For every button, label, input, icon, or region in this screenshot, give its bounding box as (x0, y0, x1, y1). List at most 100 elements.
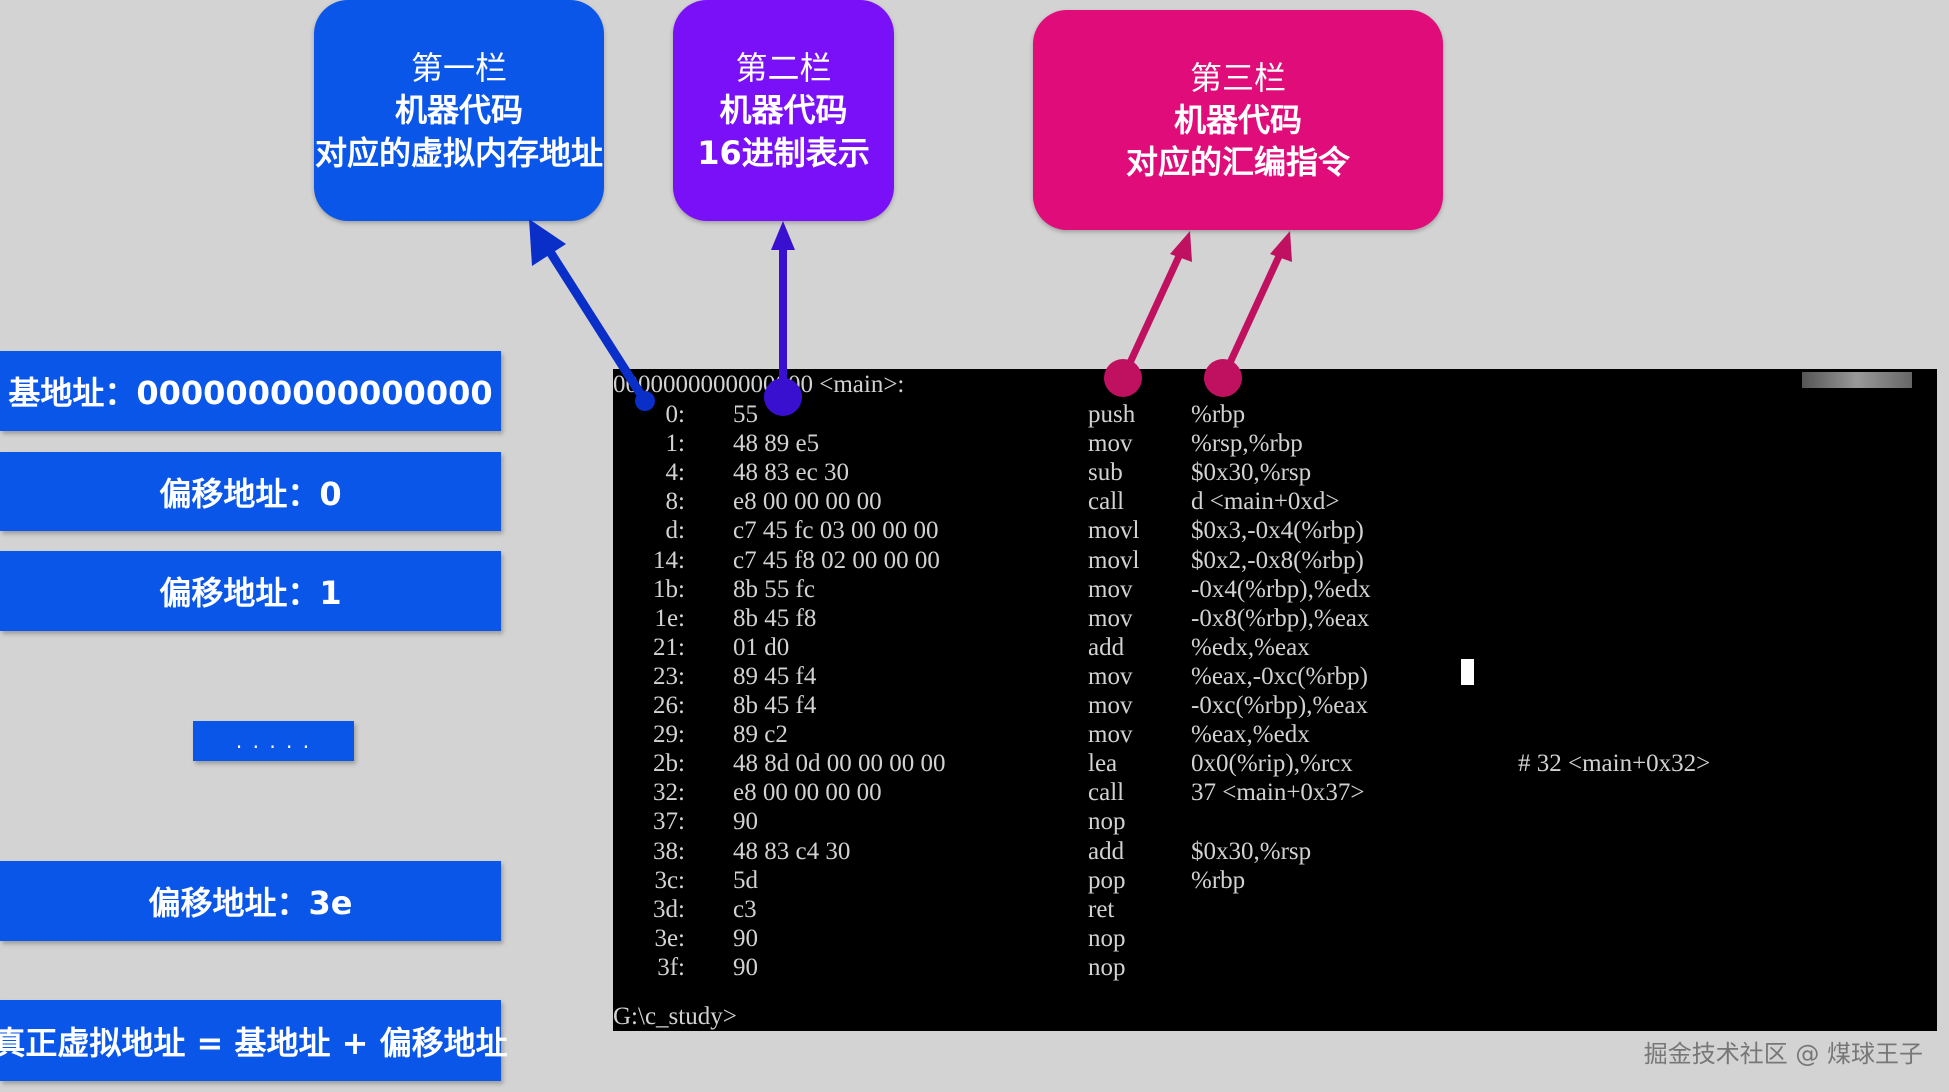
disasm-hex: 48 83 c4 30 (733, 837, 851, 865)
disasm-row: 1b: 8b 55 fc mov -0x4(%rbp),%edx (613, 575, 1937, 604)
formula-box: 真正虚拟地址 = 基地址 + 偏移地址 (0, 1000, 508, 1081)
disasm-operands: d <main+0xd> (1191, 488, 1340, 516)
disasm-address: 3f: (657, 953, 685, 981)
disasm-mnemonic: mov (1088, 604, 1133, 632)
callout-address-column: 第一栏 机器代码 对应的虚拟内存地址 (314, 0, 604, 221)
callout-asm-title: 第三栏 (1189, 58, 1286, 97)
disasm-mnemonic: movl (1088, 546, 1140, 574)
disasm-hex: e8 00 00 00 00 (733, 779, 882, 807)
disasm-address: 3c: (654, 866, 685, 894)
disasm-operands: $0x2,-0x8(%rbp) (1191, 546, 1364, 574)
callout-address-title: 第一栏 (410, 49, 507, 88)
disasm-mnemonic: sub (1088, 459, 1123, 487)
disasm-address: 29: (653, 721, 685, 749)
disasm-hex: 89 c2 (733, 721, 788, 749)
offset-3e-box: 偏移地址：3e (0, 861, 501, 941)
disasm-operands: %eax,%edx (1191, 721, 1310, 749)
arrow-operand-line (1219, 252, 1284, 380)
callout-asm-desc: 对应的汇编指令 (1125, 143, 1350, 182)
disasm-operands: -0x4(%rbp),%edx (1191, 575, 1371, 603)
disasm-hex: 55 (733, 401, 758, 428)
disasm-address: 14: (653, 546, 685, 574)
disasm-hex: 8b 45 f8 (733, 604, 817, 632)
disasm-hex: c7 45 fc 03 00 00 00 (733, 517, 939, 545)
disasm-mnemonic: pop (1088, 866, 1126, 894)
disasm-row: 3c: 5d pop %rbp (613, 866, 1937, 895)
disasm-row: d: c7 45 fc 03 00 00 00 movl $0x3,-0x4(%rbp… (613, 516, 1937, 545)
arrow-operand-head (1270, 231, 1292, 262)
disasm-hex: 5d (733, 866, 758, 894)
disasm-mnemonic: nop (1088, 953, 1126, 981)
disasm-address: 8: (665, 488, 685, 516)
disasm-hex: 89 45 f4 (733, 662, 817, 690)
terminal-scrollbar[interactable] (1802, 372, 1912, 388)
disasm-mnemonic: ret (1088, 895, 1115, 923)
disasm-address: 26: (653, 692, 685, 719)
disasm-operands: %rbp (1191, 401, 1246, 428)
disasm-operands: %rbp (1191, 866, 1246, 894)
callout-hex-title: 第二栏 (735, 49, 832, 88)
disasm-address: 4: (665, 459, 685, 487)
callout-address-subtitle: 机器代码 (394, 91, 523, 130)
callout-address-desc: 对应的虚拟内存地址 (314, 133, 603, 172)
disasm-hex: c3 (733, 895, 757, 923)
arrow-hex-head (771, 221, 795, 250)
disasm-hex: 90 (733, 924, 758, 952)
disasm-address: 32: (653, 779, 685, 807)
disasm-row: 14: c7 45 f8 02 00 00 00 movl $0x2,-0x8(%rb… (613, 546, 1937, 575)
callout-hex-column: 第二栏 机器代码 16进制表示 (673, 0, 894, 221)
disasm-hex: 90 (733, 953, 758, 981)
disasm-header: 0000000000000000 <main>: (613, 371, 905, 398)
disasm-address: 1b: (653, 575, 685, 603)
disasm-row: 1e: 8b 45 f8 mov -0x8(%rbp),%eax (613, 604, 1937, 633)
terminal-prompt: G:\c_study> (613, 1003, 737, 1030)
disasm-comment: # 32 <main+0x32> (1518, 750, 1711, 778)
disasm-mnemonic: mov (1088, 430, 1133, 458)
callout-asm-column: 第三栏 机器代码 对应的汇编指令 (1033, 10, 1443, 230)
disasm-mnemonic: movl (1088, 517, 1140, 545)
disasm-operands: -0x8(%rbp),%eax (1191, 604, 1370, 632)
disasm-address: 3e: (654, 924, 685, 952)
disasm-operands: %edx,%eax (1191, 633, 1310, 661)
disasm-hex: 8b 55 fc (733, 575, 815, 603)
disasm-address: 1e: (654, 604, 685, 632)
disasm-address: d: (665, 517, 685, 545)
text-cursor (1461, 659, 1474, 685)
disasm-mnemonic: nop (1088, 924, 1126, 952)
disasm-mnemonic: lea (1088, 750, 1118, 778)
disasm-row: 3f: 90 nop (613, 953, 1937, 982)
disasm-operands: $0x3,-0x4(%rbp) (1191, 517, 1364, 545)
disasm-mnemonic: mov (1088, 662, 1133, 690)
disasm-mnemonic: call (1088, 488, 1125, 516)
base-address-box: 基地址：0000000000000000 (0, 351, 501, 431)
disasm-address: 2b: (653, 750, 685, 778)
arrow-mnemonic-head (1170, 231, 1192, 262)
disasm-hex: 48 8d 0d 00 00 00 00 (733, 750, 946, 778)
disasm-address: 21: (653, 633, 685, 661)
disasm-mnemonic: call (1088, 779, 1125, 807)
callout-asm-subtitle: 机器代码 (1173, 100, 1302, 139)
callout-hex-desc: 16进制表示 (697, 133, 870, 172)
disasm-address: 37: (653, 808, 685, 836)
disasm-hex: 48 89 e5 (733, 430, 820, 458)
disasm-address: 23: (653, 662, 685, 690)
watermark: 掘金技术社区 @ 煤球王子 (1643, 1040, 1923, 1068)
arrow-mnemonic-line (1119, 252, 1184, 380)
disasm-hex: 8b 45 f4 (733, 692, 817, 719)
disasm-hex: 48 83 ec 30 (733, 459, 849, 487)
disasm-mnemonic: mov (1088, 575, 1133, 603)
disasm-address: 1: (665, 430, 685, 458)
disasm-address: 0: (665, 401, 685, 428)
disasm-hex: c7 45 f8 02 00 00 00 (733, 546, 940, 574)
